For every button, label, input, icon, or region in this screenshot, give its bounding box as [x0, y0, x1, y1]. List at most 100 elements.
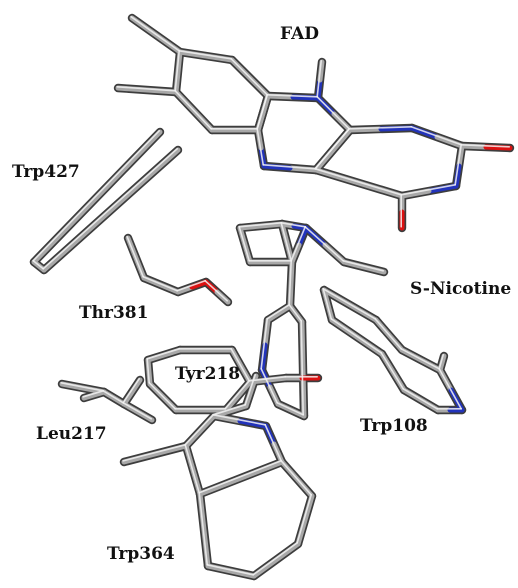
trp364-bond — [237, 418, 269, 429]
trp108-bond — [374, 317, 403, 350]
trp364-bond — [251, 541, 301, 579]
s-nicotine-bond — [238, 222, 283, 228]
trp364-bond — [198, 459, 283, 494]
label-leu217: Leu217 — [36, 424, 107, 444]
s-nicotine-bond — [260, 367, 279, 404]
trp108-bond — [438, 367, 463, 410]
s-nicotine-bond — [280, 222, 293, 262]
fad-bond — [256, 128, 265, 166]
fad-bond — [410, 126, 463, 146]
tyr218-bond — [146, 357, 150, 384]
fad-bond — [262, 164, 317, 170]
thr381-bond — [141, 275, 181, 295]
trp364-bond — [212, 413, 267, 426]
fad-bond — [456, 143, 465, 169]
fad-bond — [177, 49, 235, 63]
trp427-bond — [41, 147, 181, 273]
fad-bond — [400, 184, 457, 196]
fad-bond — [116, 86, 176, 92]
fad-bond — [314, 128, 351, 170]
s-nicotine-bond — [290, 226, 307, 262]
s-nicotine-bond — [260, 317, 269, 370]
thr381-bond — [126, 236, 144, 278]
trp364-bond — [280, 459, 313, 496]
leu217-bond — [102, 389, 124, 404]
leu217-bond — [122, 377, 140, 404]
fad-bond — [290, 94, 321, 101]
tyr218-bond — [248, 375, 287, 382]
fad-bond — [178, 49, 232, 60]
fad-bond — [255, 93, 271, 133]
leu217-bond — [60, 381, 104, 392]
trp108-bond — [402, 387, 439, 410]
s-nicotine-bond — [280, 222, 307, 228]
tyr218-bond — [230, 347, 250, 382]
fad-bond — [453, 163, 462, 189]
trp108-bond — [380, 351, 405, 390]
fad-bond — [434, 134, 465, 149]
fad-bond — [266, 94, 319, 98]
s-nicotine-bond — [341, 259, 387, 275]
trp364-bond — [296, 493, 313, 544]
leu217-bond — [59, 381, 107, 395]
label-trp427: Trp427 — [12, 162, 80, 182]
trp364-bond — [244, 373, 256, 406]
trp364-bond — [211, 403, 249, 419]
trp364-bond — [121, 443, 189, 465]
fad-bond — [316, 96, 351, 130]
s-nicotine-bond — [262, 317, 271, 348]
thr381-bond — [142, 275, 178, 292]
trp364-bond — [198, 491, 208, 566]
label-thr381: Thr381 — [79, 303, 149, 323]
fad-bond — [261, 163, 293, 171]
trp364-bond — [206, 563, 254, 576]
leu217-bond — [82, 389, 104, 398]
s-nicotine-bond — [288, 303, 303, 322]
tyr218-bond — [146, 347, 180, 360]
fad-bond — [314, 168, 403, 196]
fad-bond — [315, 77, 323, 101]
tyr218-bond — [223, 379, 253, 413]
fad-bond — [426, 183, 459, 194]
tyr218-bond — [224, 379, 250, 410]
label-trp108: Trp108 — [360, 416, 428, 436]
s-nicotine-bond — [276, 401, 305, 416]
s-nicotine-bond — [287, 259, 295, 309]
trp364-bond — [205, 563, 257, 579]
fad-bond — [313, 127, 353, 173]
s-nicotine-bond — [259, 342, 268, 373]
trp108-bond — [438, 353, 445, 370]
trp364-bond — [197, 459, 285, 497]
trp427-bond — [42, 148, 178, 270]
fad-bond — [115, 85, 179, 95]
fad-bond — [265, 93, 296, 100]
label-s-nicotine: S-Nicotine — [410, 279, 512, 299]
trp364-bond — [184, 413, 214, 446]
fad-bond — [313, 167, 405, 199]
s-nicotine-bond — [342, 259, 385, 272]
s-nicotine-bond — [304, 226, 345, 262]
trp364-bond — [252, 541, 299, 576]
fad-bond — [347, 126, 384, 133]
trp427-bond — [31, 129, 163, 265]
tyr218-bond — [148, 381, 176, 410]
trp364-bond — [122, 443, 186, 462]
fad-bond — [174, 49, 180, 92]
fad-bond — [483, 144, 513, 151]
fad-bond — [256, 94, 269, 130]
s-nicotine-bond — [266, 303, 291, 320]
trp364-bond — [184, 443, 200, 494]
tyr218-bond — [145, 347, 183, 363]
trp427-bond — [32, 259, 45, 270]
trp108-bond — [330, 317, 383, 354]
s-nicotine-bond — [237, 221, 285, 231]
trp364-bond — [212, 403, 246, 416]
fad-bond — [378, 125, 415, 132]
fad-bond — [460, 144, 511, 148]
fad-bond — [130, 15, 180, 52]
fad-bond — [399, 188, 432, 199]
s-nicotine-bond — [265, 303, 293, 323]
leu217-bond — [121, 377, 143, 407]
label-trp364: Trp364 — [107, 544, 175, 564]
